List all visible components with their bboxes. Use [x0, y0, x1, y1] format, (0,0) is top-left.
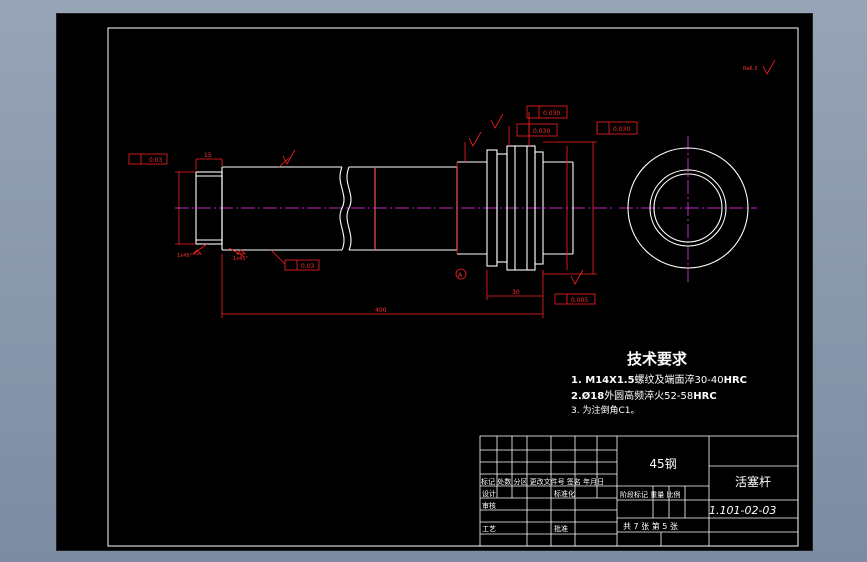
- requirement-1: 1. M14X1.5螺纹及端面淬30-40HRC: [571, 373, 747, 386]
- approve-cell: 批准: [554, 524, 568, 533]
- piston-rod-outline: [195, 145, 574, 271]
- tol-top2-text: 0.030: [533, 128, 550, 135]
- header-row-cell: 标记 处数 分区 更改文件号 签名 年月日: [481, 477, 604, 486]
- req2-c: HRC: [693, 391, 716, 402]
- end-view: [627, 147, 749, 269]
- dimension-lines: [175, 112, 598, 318]
- tol-right-text: 0.030: [613, 126, 630, 133]
- tol-top1-text: 0.030: [543, 110, 560, 117]
- requirement-3: 3. 为注倒角C1。: [571, 404, 639, 416]
- stage-weight-scale-cell: 阶段标记 重量 比例: [620, 490, 680, 499]
- surface-top-right-text: Ra6.3: [743, 66, 757, 72]
- req2-b: 外圆高频淬火52-58: [604, 389, 693, 402]
- material-cell: 45钢: [649, 457, 676, 471]
- tolerance-frames: [128, 105, 638, 305]
- tol-left-text: 0.03: [149, 157, 163, 164]
- req2-a: 2.Ø18: [571, 390, 604, 402]
- tol-bottom-text: 0.03: [301, 263, 315, 270]
- dim-total-text: 400: [375, 307, 387, 314]
- tol-bottom-right-text: 0.005: [571, 297, 588, 304]
- part-name-cell: 活塞杆: [735, 474, 771, 489]
- standard-cell: 标准化: [554, 489, 575, 498]
- process-cell: 工艺: [482, 525, 496, 533]
- req1-a: 1. M14X1.5: [571, 375, 635, 386]
- chamfer-left1-text: 1x45°: [177, 253, 193, 259]
- req1-c: HRC: [724, 375, 747, 386]
- drawing-frame: [107, 27, 799, 547]
- drawing-no-cell: 1.101-02-03: [709, 504, 776, 517]
- chamfer-left2-text: 1x45°: [233, 256, 249, 262]
- dim-right-len-text: 30: [512, 289, 520, 296]
- dim-left-len-text: 15: [204, 152, 212, 159]
- datum-a-text: A: [458, 272, 463, 279]
- req1-b: 螺纹及端面淬30-40: [635, 373, 724, 386]
- drawing-canvas: 0.03 0.03 0.030 0.030 0.030 0.005 Ra6.3 …: [56, 13, 813, 551]
- title-block-grid: [479, 435, 799, 547]
- requirements-title: 技术要求: [627, 350, 688, 368]
- roughness-marks: [192, 59, 776, 285]
- review-cell: 审核: [482, 501, 496, 510]
- requirement-2: 2.Ø18外圆高频淬火52-58HRC: [571, 389, 717, 402]
- design-cell: 设计: [482, 489, 496, 498]
- sheet-cell: 共 7 张 第 5 张: [623, 521, 678, 531]
- engineering-drawing: 0.03 0.03 0.030 0.030 0.030 0.005 Ra6.3 …: [107, 27, 799, 547]
